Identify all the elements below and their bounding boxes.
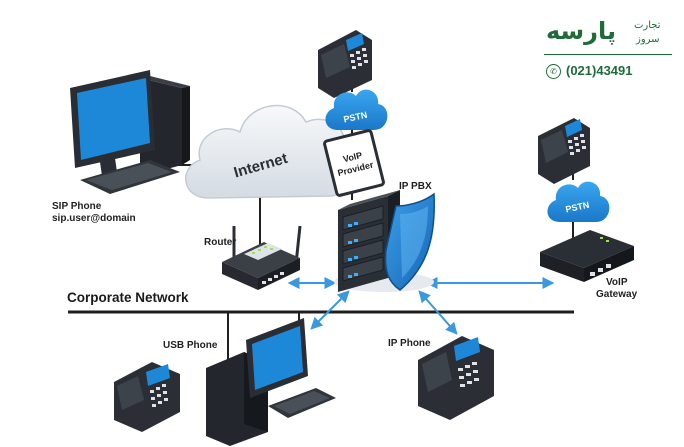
ip-pbx-label: IP PBX — [399, 181, 432, 192]
right-desk-phone — [538, 118, 590, 184]
bottom-computer — [206, 318, 336, 446]
router-label: Router — [204, 237, 237, 248]
pstn-right-label: PSTN — [565, 200, 591, 215]
brand-tagline-top: تجارت — [634, 20, 661, 31]
brand-phone: (021)43491 — [566, 63, 633, 78]
corporate-network-label: Corporate Network — [67, 290, 189, 305]
ip-desk-phone — [418, 336, 494, 420]
pstn-top-label: PSTN — [343, 110, 369, 125]
voip-gateway-label-1: VoIP — [606, 277, 628, 288]
phone-icon: ✆ — [546, 64, 561, 79]
voip-gateway-label-2: Gateway — [596, 289, 638, 300]
brand-logo-text: پارسه — [546, 17, 616, 45]
ip-pbx-server — [334, 190, 435, 292]
sip-phone-label: SIP Phone — [52, 201, 102, 212]
voip-gateway-device — [540, 230, 634, 282]
ip-phone-label: IP Phone — [388, 338, 431, 349]
brand-block: پارسه تجارت سروز ✆ (021)43491 — [540, 14, 676, 86]
sip-address-label: sip.user@domain — [52, 213, 136, 224]
brand-tagline-bottom: سروز — [636, 34, 660, 45]
router-device — [222, 225, 302, 290]
voip-provider-box — [323, 129, 385, 197]
usb-phone-label: USB Phone — [163, 340, 218, 351]
brand-divider — [544, 54, 672, 55]
pstn-cloud-right — [547, 181, 610, 222]
top-desk-phone — [318, 30, 372, 98]
blue-arrows — [287, 277, 555, 335]
usb-desk-phone — [114, 362, 180, 432]
voip-provider-label-1: VoIP — [342, 150, 363, 164]
pstn-cloud-top — [325, 89, 388, 130]
sip-phone-computer — [70, 70, 190, 194]
